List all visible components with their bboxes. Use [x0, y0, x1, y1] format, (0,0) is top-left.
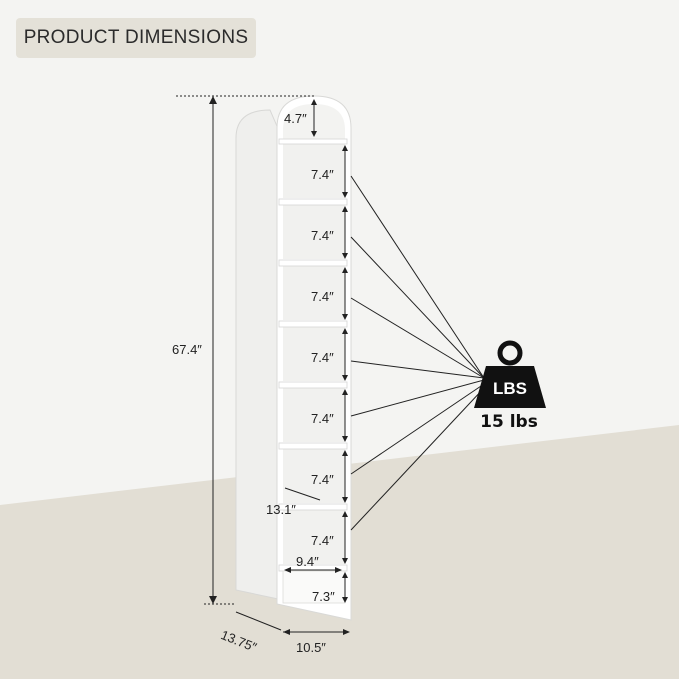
weight-icon-label: LBS: [493, 379, 527, 398]
shelf-gap-label-3: 7.4″: [311, 289, 334, 304]
width-label: 10.5″: [296, 640, 326, 655]
shelf-gap-label-5: 7.4″: [311, 411, 334, 426]
shelves: [278, 138, 348, 572]
compartments: [283, 144, 345, 564]
weight-icon: [474, 340, 546, 408]
top-arch-label: 4.7″: [284, 111, 307, 126]
shelf-gap-label-4: 7.4″: [311, 350, 334, 365]
shelf-gap-label-6: 7.4″: [311, 472, 334, 487]
shelf-gap-label-2: 7.4″: [311, 228, 334, 243]
page-title: PRODUCT DIMENSIONS: [16, 18, 256, 58]
shelf-gap-label-1: 7.4″: [311, 167, 334, 182]
cabinet-side: [235, 109, 284, 601]
bottom-gap-label: 7.3″: [312, 589, 335, 604]
weight-capacity: 15 lbs: [480, 412, 538, 432]
inner-width-label: 9.4″: [296, 554, 319, 569]
shelf-gap-label-7: 7.4″: [311, 533, 334, 548]
total-height-label: 67.4″: [172, 342, 202, 357]
weight-connectors: [350, 175, 485, 531]
arrow-heads: [209, 96, 350, 635]
shelf-depth-label: 13.1″: [266, 502, 296, 517]
measure-lines: [176, 95, 349, 633]
